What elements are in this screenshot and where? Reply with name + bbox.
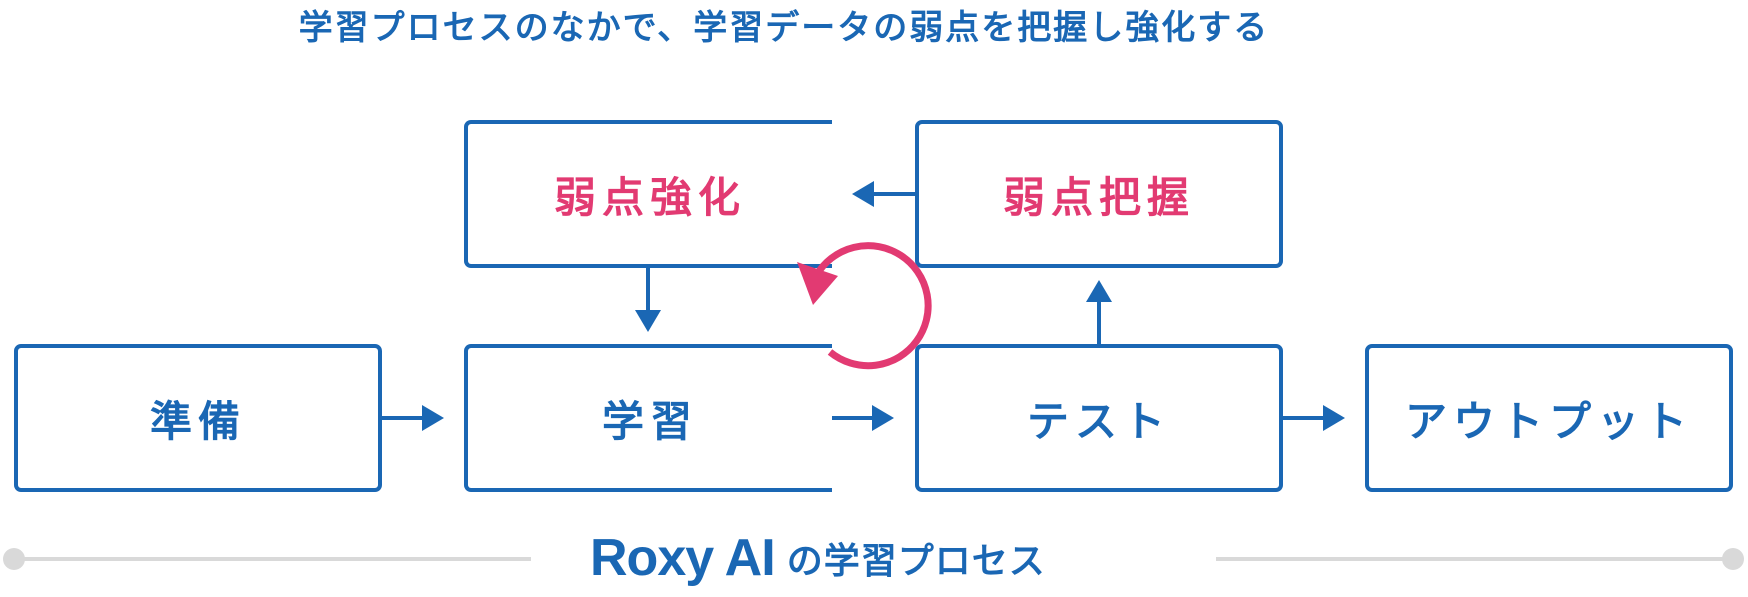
arrow-learn-to-test <box>832 405 894 431</box>
roxy-ai-logo: Roxy AI <box>590 529 776 587</box>
arrow-weak-identify-to-weak-reinforce <box>852 181 915 207</box>
weak-reinforce-label: 弱点強化 <box>553 172 746 222</box>
prep-box: 準備 <box>14 344 382 492</box>
footer-tagline: の学習プロセス <box>786 541 1046 582</box>
arrow-test-to-output <box>1283 405 1345 431</box>
footer-right-rule <box>1216 557 1733 561</box>
prep-label: 準備 <box>149 396 246 446</box>
learn-box: 学習 <box>464 344 832 492</box>
learn-label: 学習 <box>601 396 698 446</box>
test-label: テスト <box>1026 396 1171 446</box>
weak-identify-label: 弱点把握 <box>1002 172 1195 222</box>
footer-right-dot <box>1722 548 1744 570</box>
weak-identify-box: 弱点把握 <box>915 120 1283 268</box>
cycle-icon <box>797 242 932 370</box>
output-box: アウトプット <box>1365 344 1733 492</box>
arrow-prep-to-learn <box>382 405 444 431</box>
weak-reinforce-box: 弱点強化 <box>464 120 832 268</box>
footer-left-rule <box>14 557 531 561</box>
arrow-weak-reinforce-to-learn <box>635 268 661 332</box>
test-box: テスト <box>915 344 1283 492</box>
arrow-test-to-weak-identify <box>1086 280 1112 344</box>
footer-brand: Roxy AI の学習プロセス <box>590 526 1046 590</box>
output-label: アウトプット <box>1404 396 1693 446</box>
diagram-headline: 学習プロセスのなかで、学習データの弱点を把握し強化する <box>298 8 1270 48</box>
